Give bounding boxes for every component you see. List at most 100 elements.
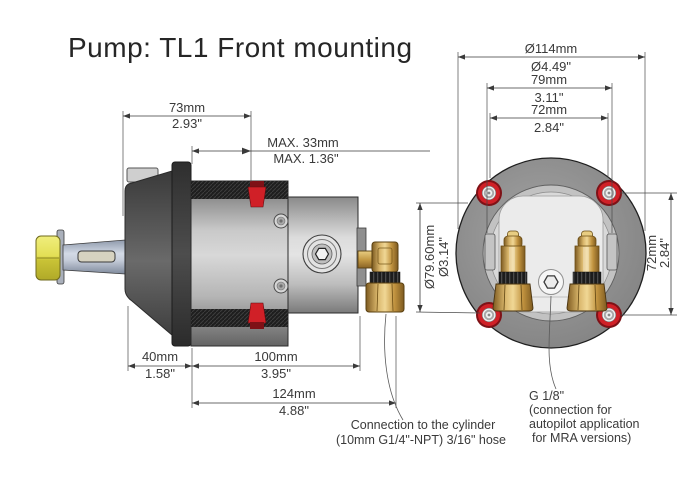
plug-hex-socket <box>314 247 330 261</box>
dim-hole-spacing-vertical: 72mm 2.84" <box>620 192 677 316</box>
knurled-ring-bottom <box>191 309 288 327</box>
side-tab-left <box>484 233 496 271</box>
arrowhead <box>242 147 251 155</box>
dim-body-length: 100mm 3.95" <box>192 316 361 381</box>
dimensions-layer: 73mm 2.93" MAX. 33mm MAX. 1.36" 40mm 1.5… <box>122 41 677 447</box>
elbow-fitting <box>357 241 405 313</box>
hole-screw-center <box>607 191 611 195</box>
dim-label-mm: 72mm <box>531 102 567 117</box>
fitting-cylinder <box>500 245 526 274</box>
elbow-hose-nut <box>365 282 405 313</box>
nut-facet-line <box>391 283 394 312</box>
dim-outer-diameter: Ø114mm Ø4.49" <box>457 41 646 231</box>
shaft-keyway <box>77 250 116 263</box>
dim-label-mm: 124mm <box>272 386 315 401</box>
dim-label-inch: 2.84" <box>534 120 564 135</box>
dim-tab-width: 79mm 3.11" <box>486 72 613 233</box>
port-fitting-left <box>492 230 534 312</box>
fitting-ridged-collar <box>498 271 528 285</box>
note-cylinder-connection: Connection to the cylinder (10mm G1/4"-N… <box>336 418 506 447</box>
side-tab-right <box>606 233 618 271</box>
bleed-plug-top <box>247 181 267 208</box>
note-line: (connection for <box>529 403 612 417</box>
elbow-cap-detail <box>377 247 393 265</box>
bleed-plug-bottom-body <box>247 302 267 324</box>
dim-body-diameter: Ø79.60mm Ø3.14" <box>415 202 481 314</box>
dim-label-mm: Ø114mm <box>525 41 578 56</box>
dim-label-inch: 2.84" <box>657 238 672 268</box>
nut-facet-line <box>577 284 580 311</box>
dim-label-mm: 40mm <box>142 349 178 364</box>
nut-facet-line <box>503 284 506 311</box>
fitting-highlight <box>509 247 515 272</box>
dim-label-inch: Ø4.49" <box>531 59 571 74</box>
note-line: Connection to the cylinder <box>351 418 496 432</box>
plug-mid-ring <box>307 239 337 269</box>
dim-label-inch: MAX. 1.36" <box>273 151 339 166</box>
center-hex-plug <box>302 234 342 274</box>
hole-screw-ring <box>603 187 615 199</box>
dim-label-mm: 79mm <box>531 72 567 87</box>
fitting-highlight <box>583 247 589 272</box>
dim-label-mm: Ø79.60mm <box>422 225 437 289</box>
screw-center <box>279 284 283 288</box>
hole-screw-center <box>487 313 491 317</box>
nut-facet-line <box>594 284 597 311</box>
dim-label-mm: 72mm <box>644 235 659 271</box>
bleed-plug-bottom <box>247 302 267 329</box>
dim-front-section: 40mm 1.58" <box>127 306 192 381</box>
note-line: for MRA versions) <box>532 431 631 445</box>
page-title: Pump: TL1 Front mounting <box>68 32 413 63</box>
housing-screw-bottom <box>273 278 289 294</box>
bleed-plug-bottom-cap <box>250 322 264 329</box>
note-line: autopilot application <box>529 417 640 431</box>
port-fitting-right <box>566 230 608 312</box>
leader-cylinder-connection <box>384 313 404 421</box>
note-line: (10mm G1/4"-NPT) 3/16" hose <box>336 433 506 447</box>
nut-facet-line <box>520 284 523 311</box>
bleed-plug-top-body <box>247 186 267 208</box>
leader-autopilot-port <box>548 295 557 390</box>
elbow-body <box>371 241 399 273</box>
hole-screw-center <box>487 191 491 195</box>
knurled-ring-top <box>191 181 288 199</box>
fitting-hex-nut <box>492 283 534 312</box>
mounting-hole-top-right <box>596 180 622 206</box>
dim-max-protrusion: MAX. 33mm MAX. 1.36" <box>191 135 430 166</box>
mounting-cone <box>124 170 173 337</box>
autopilot-port <box>538 269 564 295</box>
dim-label-mm: MAX. 33mm <box>267 135 339 150</box>
dim-label-mm: 100mm <box>254 349 297 364</box>
port-hex-socket <box>543 275 559 289</box>
dim-label-inch: 3.95" <box>261 366 291 381</box>
screw-center <box>279 219 283 223</box>
hole-screw-center <box>607 313 611 317</box>
fitting-hex-nut <box>566 283 608 312</box>
dim-label-inch: 2.93" <box>172 116 202 131</box>
mounting-hole-top-left <box>476 180 502 206</box>
elbow-ridged-collar <box>369 271 401 284</box>
side-view <box>35 161 405 347</box>
housing-screw-top <box>273 213 289 229</box>
fitting-ridged-collar <box>572 271 602 285</box>
extension-line <box>415 311 481 314</box>
dim-hole-spacing-horizontal: 72mm 2.84" <box>489 102 609 178</box>
dim-label-mm: 73mm <box>169 100 205 115</box>
hole-screw-ring <box>603 309 615 321</box>
dim-label-inch: 3.11" <box>535 90 564 105</box>
pump-body <box>190 180 367 347</box>
dim-total-length: 124mm 4.88" <box>191 316 397 418</box>
dim-flange-width: 73mm 2.93" <box>122 100 252 216</box>
dim-label-inch: 1.58" <box>145 366 175 381</box>
fitting-cylinder <box>574 245 600 274</box>
hole-screw-ring <box>483 309 495 321</box>
hole-screw-ring <box>483 187 495 199</box>
bleed-plug-top-cap <box>250 181 264 188</box>
note-autopilot-port: G 1/8" (connection for autopilot applica… <box>529 389 640 445</box>
mounting-flange-plate <box>171 161 192 347</box>
front-view <box>455 157 647 349</box>
dim-label-inch: 4.88" <box>279 403 309 418</box>
dim-label-inch: Ø3.14" <box>436 237 451 277</box>
